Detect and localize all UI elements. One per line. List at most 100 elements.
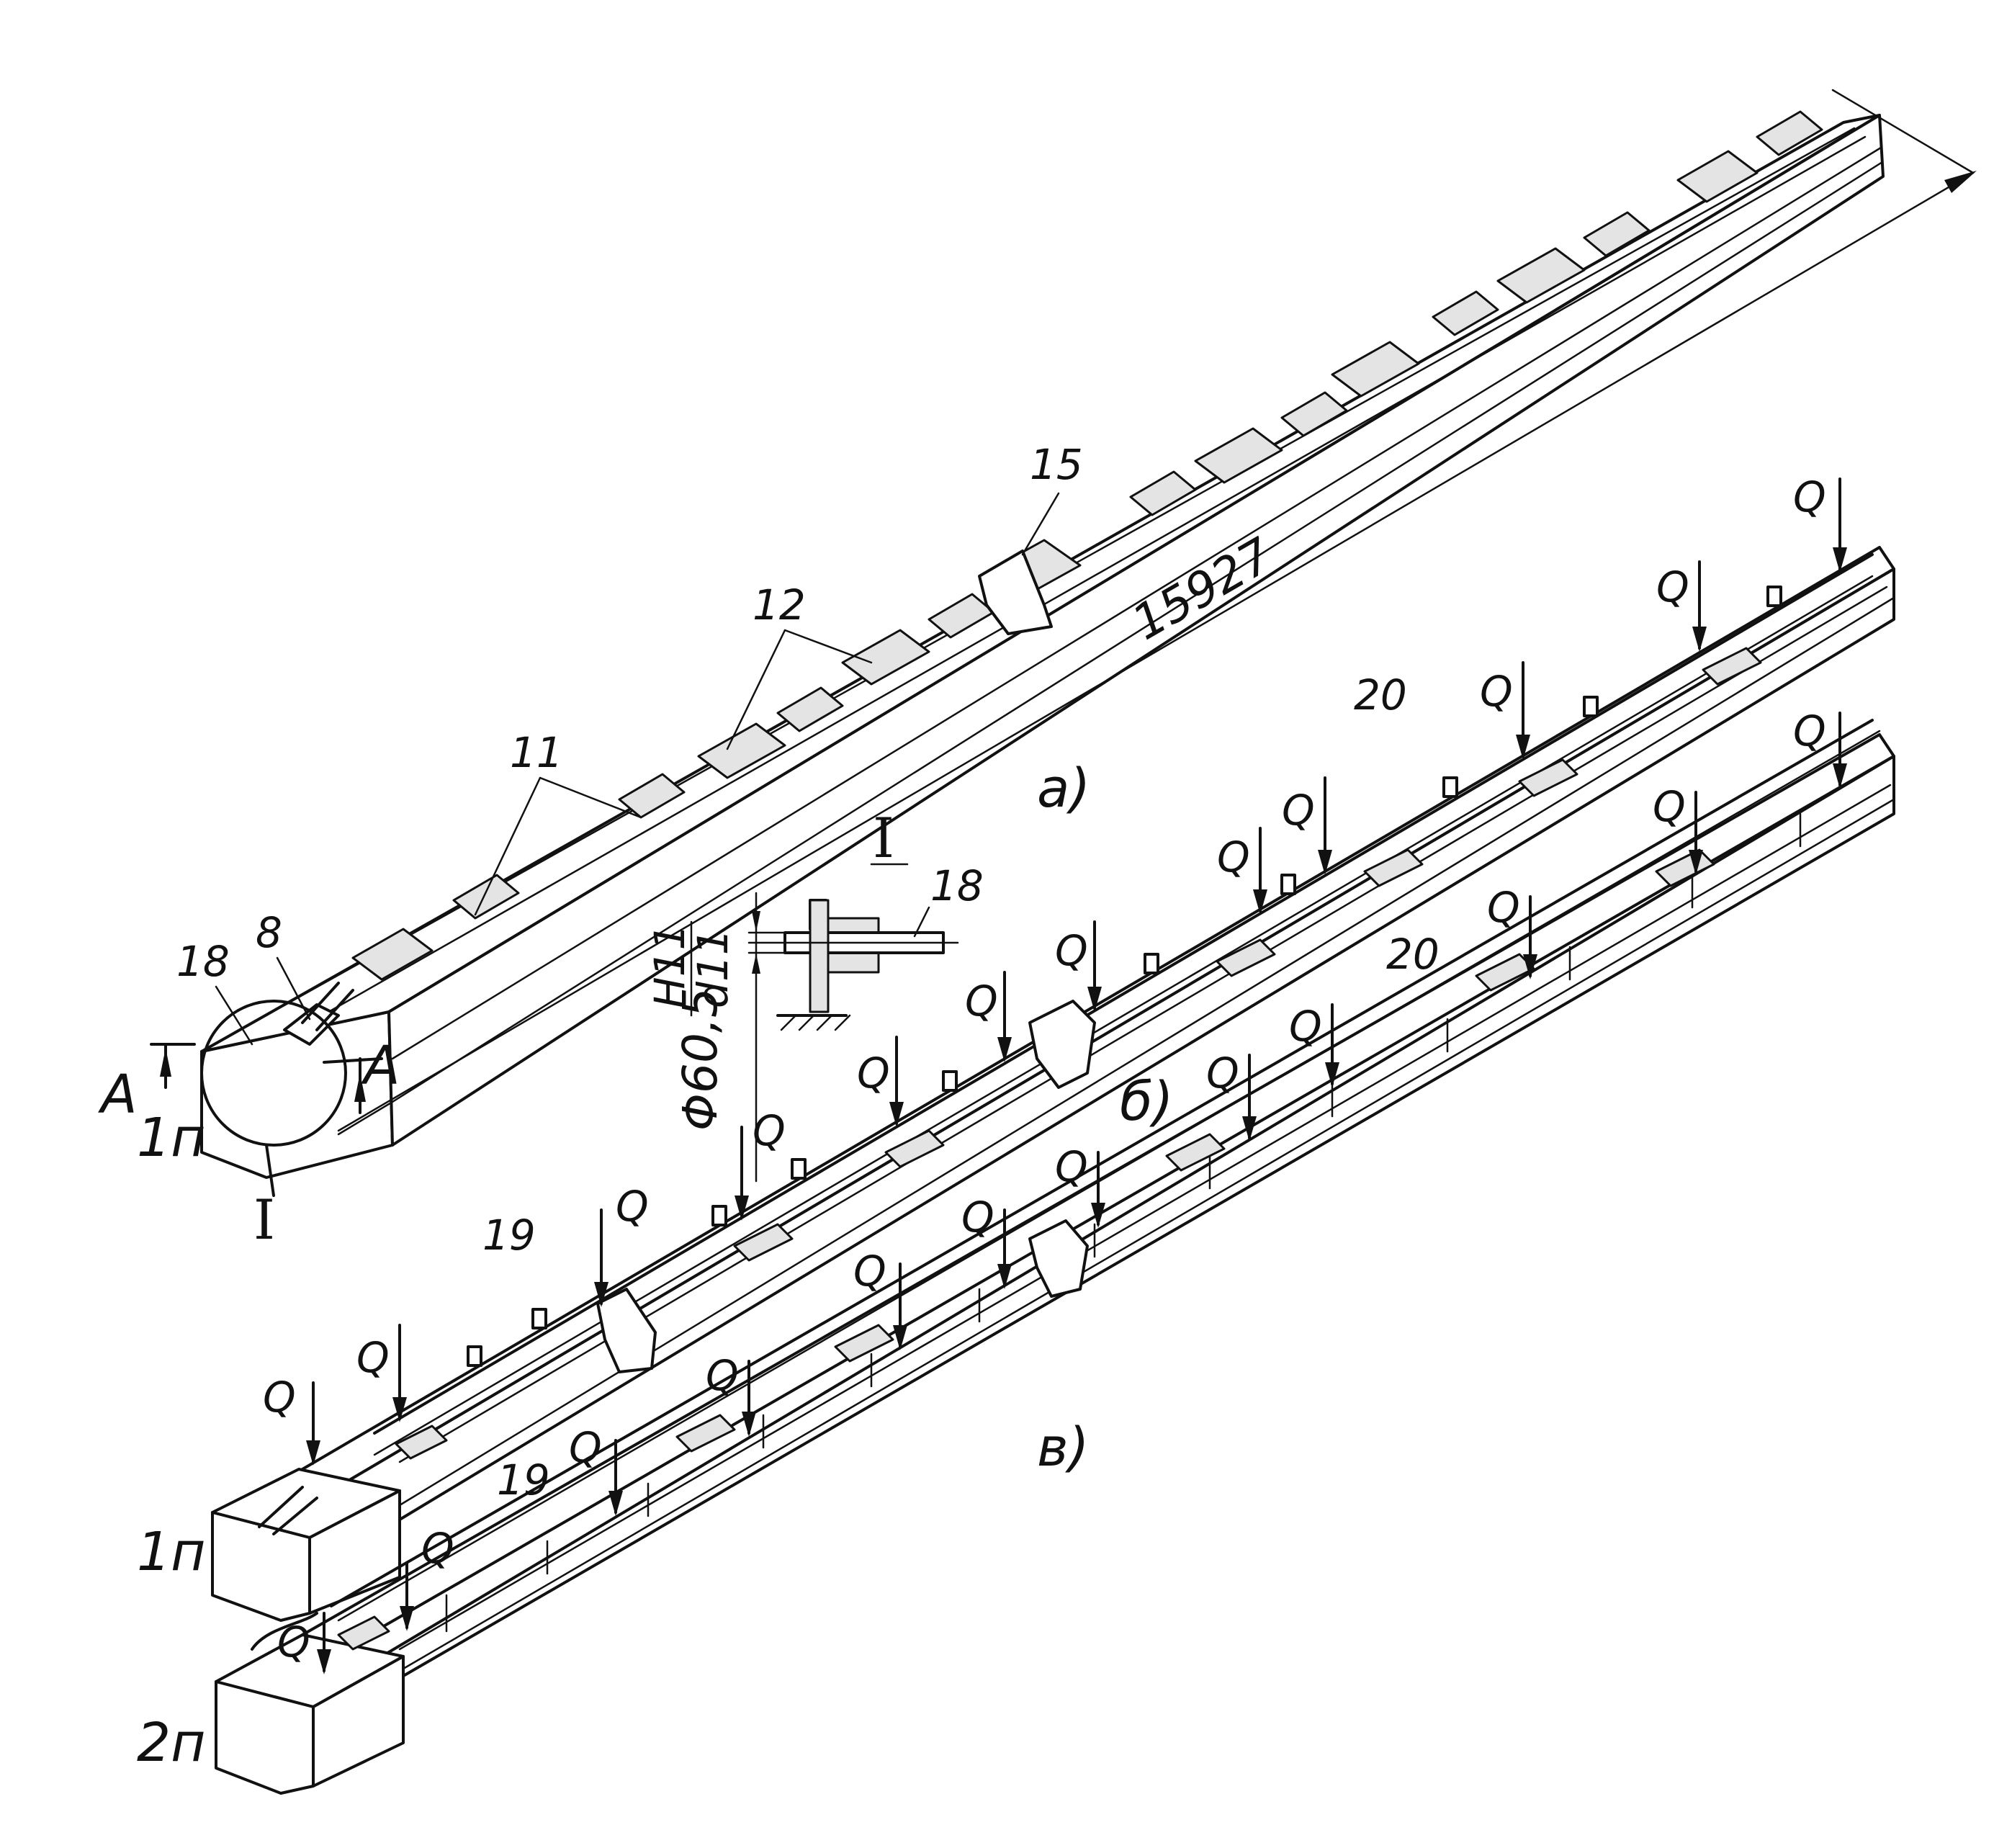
- beam-v-clamp: [1028, 1219, 1089, 1298]
- load-arrow: [997, 1208, 1012, 1289]
- support-pad: [1432, 290, 1499, 336]
- support-pad: [1496, 247, 1586, 304]
- ref-19-lower: 19: [497, 1455, 550, 1504]
- load-label: Q: [1480, 667, 1513, 716]
- bracket-15: [978, 550, 1053, 635]
- load-arrow: [1689, 791, 1703, 875]
- tab: [1766, 586, 1782, 607]
- leader-15: [1021, 492, 1060, 556]
- beam-v-rib: [398, 798, 1895, 1672]
- labels: A A 1п I I а) б) в) 1п 2п 8 11 12 15 18 …: [98, 440, 1826, 1774]
- load-arrow: [1253, 827, 1267, 915]
- dimension-length: [337, 89, 1977, 1136]
- beam-a-supports: [351, 110, 1823, 981]
- load-label: Q: [706, 1351, 739, 1400]
- block-1n-side: [308, 1489, 401, 1615]
- load-label: Q: [965, 977, 998, 1026]
- load-label: Q: [263, 1373, 296, 1422]
- extension-line: [337, 1100, 394, 1136]
- part-label-2n: 2п: [137, 1712, 205, 1774]
- load-label: Q: [1055, 926, 1088, 975]
- section-label-i: I: [253, 1188, 275, 1252]
- block-1n-fitting: [272, 1497, 318, 1535]
- tab: [531, 1308, 547, 1329]
- tab: [791, 1158, 807, 1180]
- leader-12: [783, 629, 873, 664]
- beam-b-clamp: [1028, 1000, 1096, 1089]
- section-mark-right: [323, 1057, 383, 1064]
- load-label: Q: [853, 1247, 886, 1296]
- dim-arrow: [752, 911, 760, 932]
- beam-v-bar-lower: [337, 730, 1881, 1622]
- load-label: Q: [356, 1333, 390, 1382]
- load-label: Q: [277, 1618, 310, 1667]
- fit-hole-label: H11: [645, 924, 694, 1008]
- load-arrow: [392, 1324, 407, 1422]
- subfigure-a: а): [1037, 758, 1090, 820]
- load-arrow: [1242, 1054, 1257, 1141]
- ref-19-upper: 19: [482, 1211, 536, 1260]
- detail-plate: [809, 899, 830, 1013]
- leader-11: [474, 776, 542, 916]
- beam-v-bar: [330, 719, 1874, 1607]
- part-label-1n-lower: 1п: [137, 1521, 205, 1583]
- load-label: Q: [1487, 883, 1520, 932]
- block-2n-side: [312, 1655, 405, 1788]
- arrow-head: [160, 1048, 171, 1077]
- beam-a-rib-3: [391, 146, 1882, 1060]
- beam-a-rib-2: [308, 135, 1867, 1024]
- load-arrow: [742, 1360, 756, 1437]
- load-label: Q: [1282, 786, 1315, 835]
- support-pad: [733, 1223, 794, 1262]
- load-arrow: [1318, 776, 1332, 875]
- load-arrow: [893, 1262, 907, 1350]
- support-pad: [1280, 391, 1348, 437]
- load-label: Q: [1793, 707, 1826, 755]
- support-pad: [395, 1425, 448, 1460]
- load-arrow: [735, 1126, 749, 1221]
- load-label: Q: [1653, 782, 1686, 831]
- ref-18-detail: 18: [930, 861, 984, 910]
- load-label: Q: [857, 1049, 890, 1098]
- support-pad: [1702, 647, 1762, 686]
- support-pad: [776, 686, 844, 732]
- load-arrow: [1523, 895, 1537, 979]
- ref-18: 18: [176, 937, 230, 986]
- detail-hatch: [816, 1014, 833, 1031]
- load-label: Q: [1656, 562, 1689, 611]
- load-arrow: [306, 1381, 320, 1466]
- load-label: Q: [421, 1524, 454, 1573]
- load-label: Q: [1793, 472, 1826, 521]
- beam-b-rib: [398, 586, 1888, 1463]
- dimension-arrow: [1944, 171, 1977, 193]
- block-2n-front: [215, 1680, 315, 1795]
- support-pad: [1676, 150, 1759, 203]
- tab: [1144, 953, 1159, 974]
- section-leader: [265, 1144, 275, 1197]
- load-label: Q: [753, 1106, 786, 1155]
- beam-b-clamp: [596, 1288, 657, 1373]
- support-pad: [452, 874, 520, 920]
- detail-hatch: [798, 1014, 815, 1031]
- load-arrow: [608, 1439, 623, 1516]
- load-label: Q: [1217, 833, 1250, 882]
- tab: [942, 1070, 958, 1092]
- section-line-a-a: [150, 1043, 383, 1114]
- support-pad: [834, 1324, 894, 1363]
- support-pad: [1129, 470, 1197, 516]
- support-pad: [1363, 848, 1424, 887]
- dim-arrow: [752, 954, 760, 974]
- beam-a: 15927: [150, 89, 1977, 1197]
- support-pad: [675, 1414, 736, 1453]
- support-pad: [337, 1615, 390, 1651]
- part-label-1n: 1п: [137, 1107, 205, 1169]
- detail-label-i: I: [873, 806, 894, 870]
- block-1n-fitting: [258, 1486, 304, 1528]
- load-arrow: [400, 1561, 414, 1631]
- load-label: Q: [616, 1182, 649, 1231]
- ref-20-lower: 20: [1386, 930, 1440, 979]
- beam-b-side-face: [330, 568, 1895, 1521]
- tab: [467, 1345, 482, 1367]
- ref-11: 11: [510, 728, 563, 777]
